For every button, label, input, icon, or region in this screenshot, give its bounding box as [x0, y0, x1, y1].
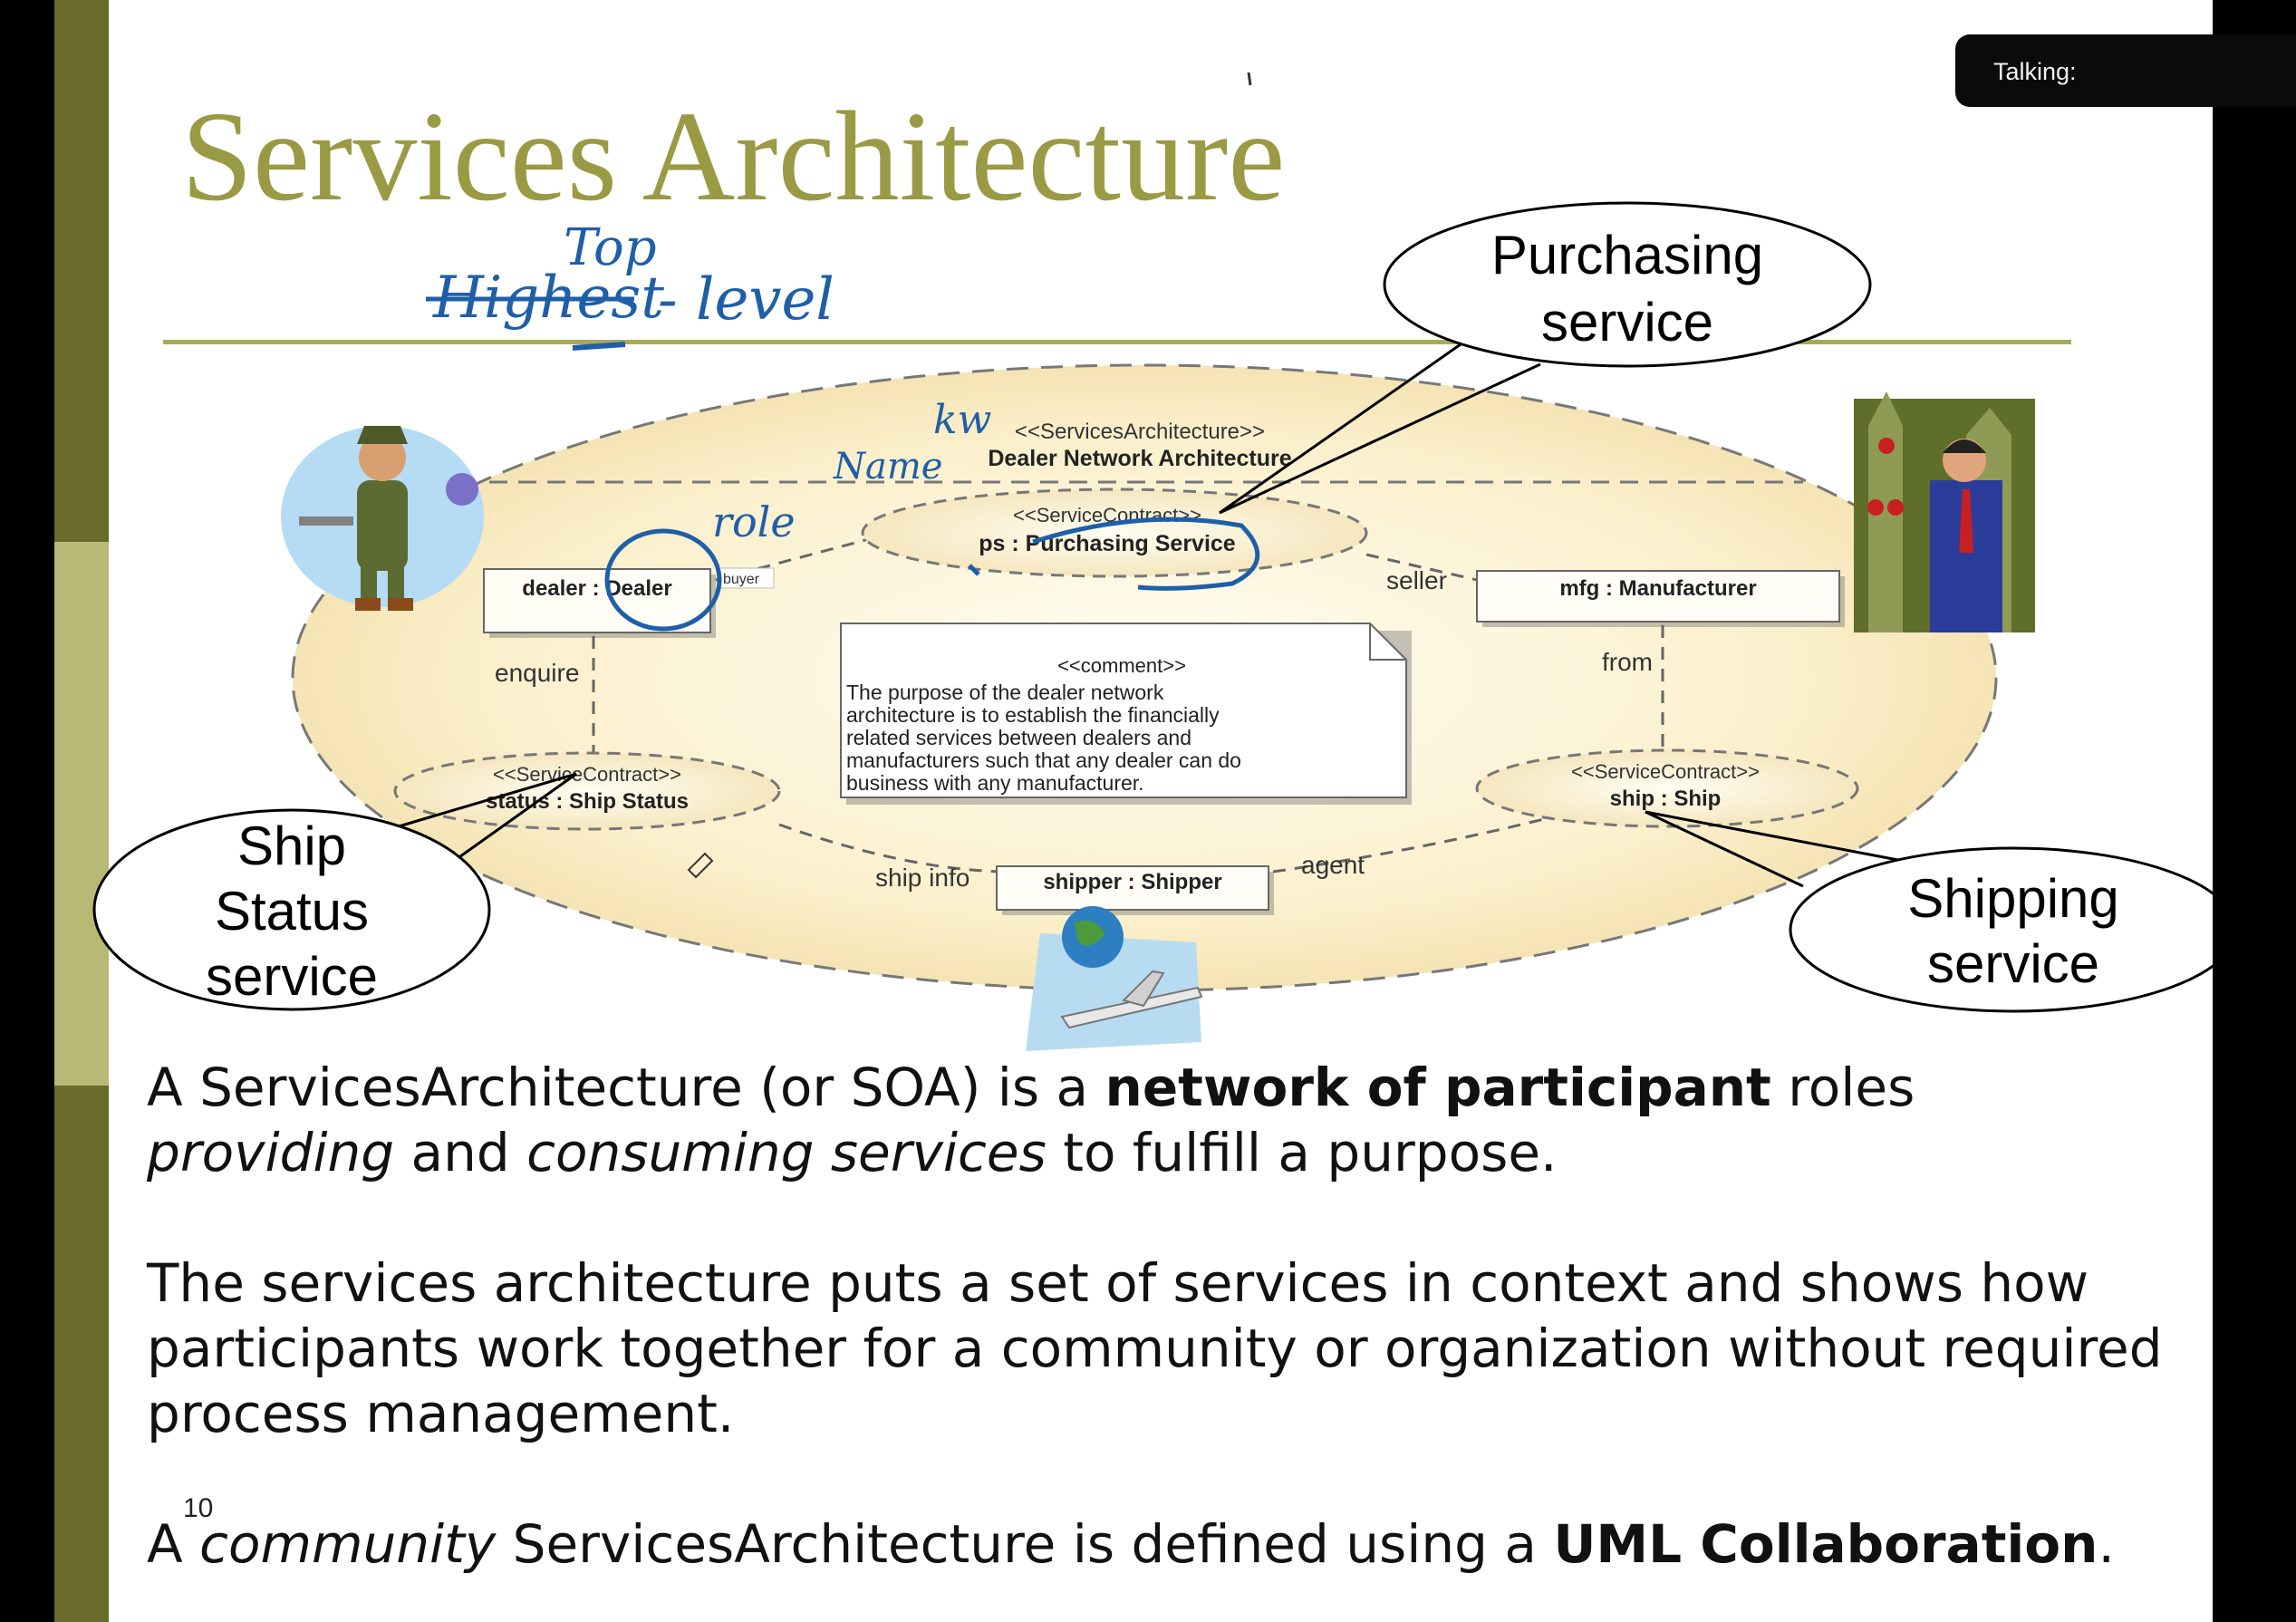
paragraph-3: A community ServicesArchitecture is defi…: [147, 1511, 2213, 1577]
comment-line: related services between dealers and: [846, 726, 1191, 749]
text-span: ServicesArchitecture is defined using a: [496, 1513, 1554, 1575]
comment-line: The purpose of the dealer network: [846, 681, 1164, 704]
role-enquire: enquire: [495, 659, 579, 687]
callout-purchasing-service: Purchasing service: [1219, 201, 1872, 515]
italic-text: providing: [147, 1122, 395, 1183]
slide-number: 10: [183, 1493, 214, 1523]
shipper-globe-airplane-image: [1026, 906, 1203, 1051]
callout-line: service: [1541, 292, 1713, 352]
architecture-stereotype: <<ServicesArchitecture>>: [1015, 420, 1265, 444]
participant-label: dealer : Dealer: [522, 576, 671, 601]
comment-line: architecture is to establish the financi…: [846, 703, 1220, 727]
left-accent-bar: [54, 0, 109, 542]
ship-info-connector: [778, 823, 1007, 874]
callout-line: service: [1927, 933, 2099, 994]
comment-note: <<comment>> The purpose of the dealer ne…: [840, 623, 1412, 805]
contract-name: ps : Purchasing Service: [979, 531, 1236, 556]
left-accent-bar-bottom: [54, 1086, 109, 1622]
manufacturer-business-image: [1854, 391, 2035, 632]
participant-shipper: shipper : Shipper: [996, 865, 1274, 915]
bold-text: network of participant: [1105, 1057, 1771, 1118]
participant-label: mfg : Manufacturer: [1559, 576, 1756, 601]
paragraph-2: The services architecture puts a set of …: [147, 1252, 2163, 1444]
comment-stereotype: <<comment>>: [1057, 654, 1186, 677]
annotation-kw: kw: [933, 397, 991, 443]
comment-text: The purpose of the dealer network archit…: [846, 681, 1241, 795]
left-accent-bar-light: [54, 542, 109, 1086]
dealer-worker-image: [281, 426, 484, 611]
contract-name: ship : Ship: [1610, 787, 1722, 811]
text-span: and: [394, 1122, 527, 1183]
annotation-name: Name: [833, 446, 942, 488]
contract-purchasing: <<ServiceContract>> ps : Purchasing Serv…: [861, 488, 1368, 578]
comment-line: business with any manufacturer.: [846, 771, 1144, 795]
slide-title: Services Architecture: [181, 84, 1286, 227]
contract-ship-status: <<ServiceContract>> status : Ship Status: [393, 751, 781, 831]
talking-indicator: Talking:: [1955, 34, 2296, 107]
callout-shipping-service: Shipping service: [1645, 810, 2213, 1013]
role-ship-info: ship info: [875, 864, 970, 892]
text-span: to fulfill a purpose.: [1046, 1122, 1558, 1183]
role-labels: buyer seller enquire from ship info agen…: [495, 566, 1653, 892]
annotation-role: role: [712, 497, 796, 546]
text-span: A ServicesArchitecture (or SOA) is a: [147, 1057, 1105, 1118]
paragraph-1: A ServicesArchitecture (or SOA) is a net…: [147, 1055, 2185, 1185]
participant-label: shipper : Shipper: [1043, 870, 1221, 894]
italic-text: community: [199, 1513, 497, 1575]
role-seller: seller: [1386, 566, 1447, 594]
callout-line: Ship: [237, 816, 346, 876]
participant-manufacturer: mfg : Manufacturer: [1476, 570, 1845, 627]
text-span: roles: [1770, 1057, 1915, 1118]
contract-name: status : Ship Status: [486, 789, 689, 814]
comment-line: manufacturers such that any dealer can d…: [846, 748, 1241, 772]
callout-line: Status: [215, 881, 369, 941]
contract-ship: <<ServiceContract>> ship : Ship: [1475, 748, 1859, 828]
annotation-top: Top: [564, 218, 657, 277]
services-architecture-diagram: <<ServicesArchitecture>> Dealer Network …: [92, 72, 2213, 1051]
annotation-level: - level: [658, 266, 834, 333]
callout-ship-status-service: Ship Status service: [92, 772, 577, 1011]
title-rule: [163, 340, 2071, 344]
architecture-name: Dealer Network Architecture: [988, 446, 1291, 471]
bold-text: UML Collaboration: [1553, 1513, 2098, 1575]
role-buyer: buyer: [723, 572, 760, 587]
callout-line: Purchasing: [1491, 225, 1763, 285]
role-agent: agent: [1301, 851, 1365, 879]
pen-annotations: Highest Top - level kw Name role: [426, 72, 1260, 879]
seller-connector: [1365, 553, 1478, 582]
text-span: .: [2098, 1513, 2115, 1575]
text-span: A: [147, 1513, 200, 1575]
participant-dealer: dealer : Dealer: [483, 568, 716, 638]
contract-stereotype: <<ServiceContract>>: [1571, 760, 1760, 783]
role-from: from: [1602, 648, 1653, 676]
talking-label: Talking:: [1993, 58, 2077, 85]
callout-line: Shipping: [1907, 868, 2119, 929]
callout-line: service: [206, 946, 378, 1007]
contract-stereotype: <<ServiceContract>>: [493, 763, 681, 786]
italic-text: consuming services: [526, 1122, 1047, 1183]
slide: Services Architecture <<Se: [54, 0, 2213, 1622]
